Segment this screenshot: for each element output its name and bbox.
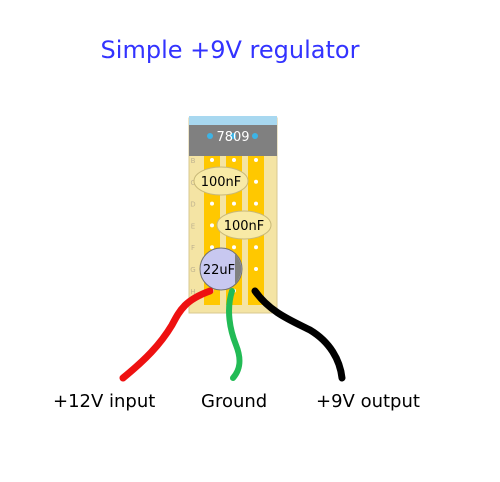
regulator-tab [189, 116, 277, 125]
regulator-pin-right [252, 133, 258, 139]
regulator-pin-mid [230, 133, 236, 139]
row-letters: B C D E F G H [190, 157, 195, 296]
row-letter: E [191, 222, 195, 230]
row-letter: H [190, 288, 195, 296]
board-hole [254, 201, 258, 206]
output-wire [251, 287, 346, 382]
board-hole [232, 158, 236, 162]
regulator-label: 7809 [216, 130, 249, 145]
capacitor-22uf: 22uF [199, 247, 243, 291]
input-wire [119, 287, 214, 382]
capacitor-100nf-bottom: 100nF [216, 210, 272, 240]
row-letter: B [191, 157, 196, 165]
row-letter: G [190, 266, 195, 274]
board-hole [210, 245, 214, 250]
regulator-pin-left [207, 133, 213, 139]
regulator-body [189, 125, 277, 156]
diagram-title: Simple +9V regulator [100, 36, 360, 64]
row-letter: C [191, 179, 196, 187]
board-hole [232, 201, 236, 206]
voltage-regulator: 7809 [189, 116, 277, 156]
row-letter: D [190, 201, 195, 209]
capacitor-100nf-top: 100nF [193, 166, 249, 196]
board-hole [232, 245, 236, 250]
board-hole [254, 267, 258, 271]
board-hole [210, 201, 214, 206]
board-hole [254, 245, 258, 250]
row-letter: F [191, 244, 195, 252]
capacitor-label: 100nF [201, 175, 242, 190]
board-hole [254, 158, 258, 162]
ground-wire [226, 288, 243, 381]
capacitor-label: 22uF [203, 263, 235, 278]
output-label: +9V output [316, 391, 420, 412]
board-hole [254, 179, 258, 184]
input-label: +12V input [53, 391, 156, 412]
ground-label: Ground [201, 391, 268, 412]
board-hole [210, 223, 214, 228]
board-hole [210, 158, 214, 162]
capacitor-label: 100nF [224, 219, 265, 234]
